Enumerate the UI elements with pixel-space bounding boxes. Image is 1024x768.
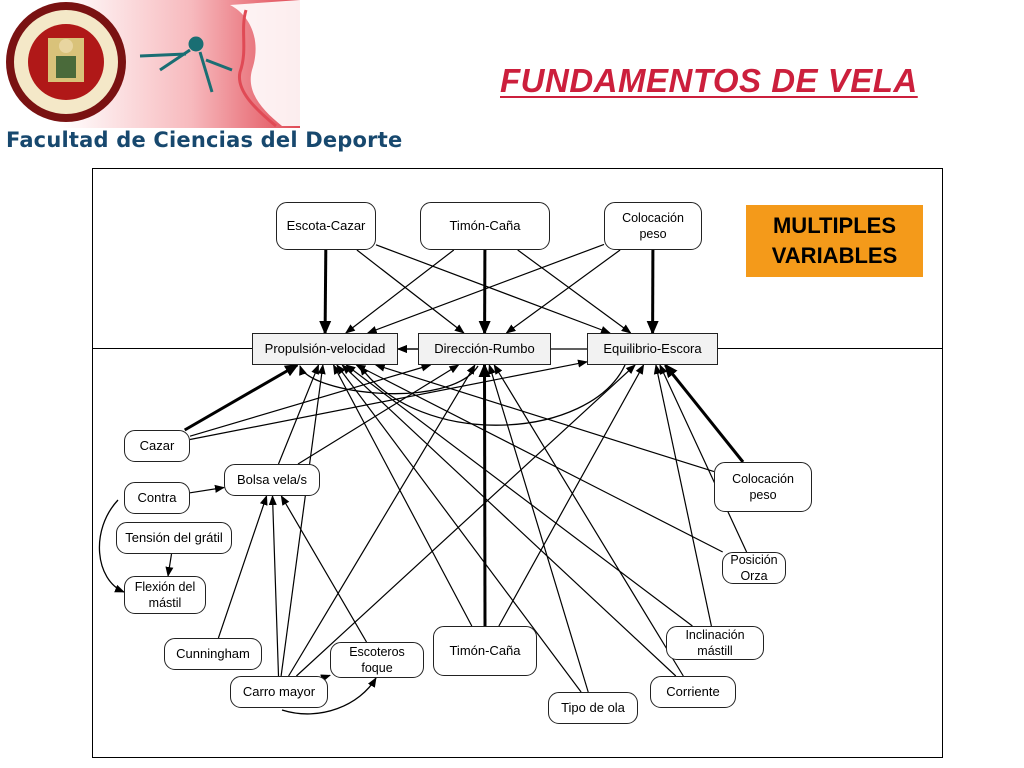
- page-title: FUNDAMENTOS DE VELA: [500, 62, 918, 99]
- edge-colocacion-peso-right-to-propulsion-velocidad: [374, 363, 715, 473]
- curve-direccion-to-propulsion: [299, 365, 479, 395]
- node-corriente: Corriente: [650, 676, 736, 708]
- edge-inclinacion-mastil-to-propulsion-velocidad: [345, 364, 693, 627]
- node-timon-cana-top: Timón-Caña: [420, 202, 550, 250]
- curve-carro-escoteros: [281, 677, 377, 715]
- node-inclinacion-mastil: Inclinación mástill: [666, 626, 764, 660]
- separator-right: [718, 348, 943, 349]
- separator-left: [92, 348, 252, 349]
- edge-colocacion-peso-top-to-propulsion-velocidad: [366, 243, 605, 334]
- diagram-frame: [92, 168, 943, 758]
- multiples-variables-badge: MULTIPLES VARIABLES: [746, 205, 923, 277]
- edge-escota-cazar-to-direccion-rumbo: [356, 249, 465, 334]
- edge-corriente-to-propulsion-velocidad: [341, 364, 677, 677]
- edge-bolsa-velas-to-direccion-rumbo: [297, 364, 460, 465]
- node-posicion-orza: Posición Orza: [722, 552, 786, 584]
- edge-tension-gratil-to-flexion-mastil: [165, 553, 174, 577]
- edge-carro-mayor-to-escoteros-foque: [320, 674, 331, 683]
- edge-escota-cazar-to-propulsion-velocidad: [319, 249, 332, 335]
- logo-graphic: [6, 0, 300, 128]
- faculty-name: Facultad de Ciencias del Deporte: [6, 128, 403, 152]
- edge-timon-cana-top-to-equilibrio-escora: [517, 249, 632, 334]
- edge-carro-mayor-to-equilibrio-escora: [295, 364, 636, 677]
- node-equilibrio-escora: Equilibrio-Escora: [587, 333, 718, 365]
- edge-bolsa-velas-to-propulsion-velocidad: [277, 364, 320, 465]
- edge-tipo-de-ola-to-direccion-rumbo: [488, 364, 589, 693]
- node-tipo-de-ola: Tipo de ola: [548, 692, 638, 724]
- node-bolsa-velas: Bolsa vela/s: [224, 464, 320, 496]
- seal-icon: [6, 2, 126, 122]
- edge-cazar-to-equilibrio-escora: [189, 359, 588, 441]
- edge-posicion-orza-to-propulsion-velocidad: [355, 364, 723, 553]
- edge-cazar-to-propulsion-velocidad: [183, 363, 300, 432]
- edge-timon-cana-top-to-propulsion-velocidad: [345, 249, 455, 334]
- curve-tension-flexion: [98, 499, 125, 593]
- edge-timon-cana-bottom-to-equilibrio-escora: [498, 364, 645, 627]
- node-timon-cana-bottom: Timón-Caña: [433, 626, 537, 676]
- edge-carro-mayor-to-propulsion-velocidad: [280, 364, 326, 677]
- edge-inclinacion-mastil-to-equilibrio-escora: [653, 364, 712, 627]
- edge-cazar-to-direccion-rumbo: [189, 363, 432, 437]
- edge-carro-mayor-to-bolsa-velas: [268, 495, 280, 677]
- faculty-logo: Facultad de Ciencias del Deporte: [0, 0, 402, 160]
- edge-colocacion-peso-top-to-direccion-rumbo: [505, 249, 621, 334]
- edge-timon-cana-bottom-to-propulsion-velocidad: [332, 364, 473, 627]
- edge-timon-cana-bottom-to-direccion-rumbo: [478, 363, 491, 627]
- edge-colocacion-peso-right-to-equilibrio-escora: [664, 363, 745, 463]
- node-cazar: Cazar: [124, 430, 190, 462]
- node-contra: Contra: [124, 482, 190, 514]
- edge-tipo-de-ola-to-propulsion-velocidad: [336, 364, 582, 693]
- edge-posicion-orza-to-equilibrio-escora: [659, 364, 748, 553]
- node-colocacion-peso-right: Colocación peso: [714, 462, 812, 512]
- node-propulsion-velocidad: Propulsión-velocidad: [252, 333, 398, 365]
- node-carro-mayor: Carro mayor: [230, 676, 328, 708]
- edge-escoteros-foque-to-bolsa-velas: [280, 495, 368, 643]
- edge-contra-to-bolsa-velas: [189, 484, 225, 494]
- node-flexion-mastil: Flexión del mástil: [124, 576, 206, 614]
- athlete-icon: [139, 36, 233, 93]
- node-escoteros-foque: Escoteros foque: [330, 642, 424, 678]
- node-direccion-rumbo: Dirección-Rumbo: [418, 333, 551, 365]
- edge-escota-cazar-to-equilibrio-escora: [375, 244, 611, 334]
- node-colocacion-peso-top: Colocación peso: [604, 202, 702, 250]
- edge-corriente-to-direccion-rumbo: [493, 364, 684, 677]
- node-tension-gratil: Tensión del grátil: [116, 522, 232, 554]
- node-escota-cazar: Escota-Cazar: [276, 202, 376, 250]
- edge-cunningham-to-bolsa-velas: [217, 495, 268, 639]
- node-cunningham: Cunningham: [164, 638, 262, 670]
- edge-carro-mayor-to-direccion-rumbo: [288, 364, 476, 677]
